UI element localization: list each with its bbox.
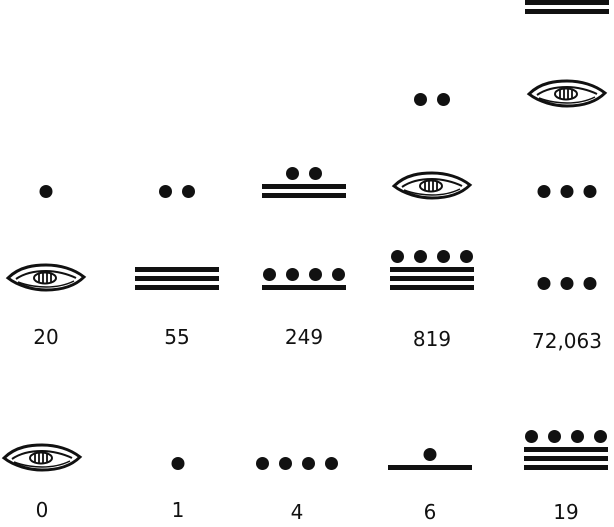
label-72063: 72,063 xyxy=(532,329,602,353)
numeral-19 xyxy=(524,430,608,470)
numeral-72063 xyxy=(525,0,609,290)
dot xyxy=(325,457,338,470)
label-55: 55 xyxy=(164,325,189,349)
dot xyxy=(584,185,597,198)
dot xyxy=(332,268,345,281)
dot xyxy=(437,250,450,263)
numeral-4 xyxy=(256,457,338,470)
shell-zero-glyph xyxy=(394,173,470,198)
dot xyxy=(263,268,276,281)
label-0: 0 xyxy=(36,498,49,522)
dot xyxy=(414,93,427,106)
bar xyxy=(525,0,609,5)
dot xyxy=(309,268,322,281)
dot xyxy=(460,250,473,263)
dot xyxy=(309,167,322,180)
label-20: 20 xyxy=(33,325,58,349)
top-row-glyphs xyxy=(8,0,609,290)
bar xyxy=(135,276,219,281)
dot xyxy=(182,185,195,198)
dot xyxy=(286,268,299,281)
numeral-0 xyxy=(4,445,80,470)
dot xyxy=(437,93,450,106)
numeral-20 xyxy=(8,185,84,290)
dot xyxy=(256,457,269,470)
bottom-row-labels: 0 1 4 6 19 xyxy=(36,498,579,524)
dot xyxy=(424,448,437,461)
label-6: 6 xyxy=(424,500,437,524)
dot xyxy=(159,185,172,198)
dot xyxy=(561,277,574,290)
numeral-1 xyxy=(172,457,185,470)
dot xyxy=(172,457,185,470)
dot xyxy=(584,277,597,290)
bar xyxy=(262,184,346,189)
numeral-55 xyxy=(135,185,219,290)
numeral-6 xyxy=(388,448,472,470)
bottom-row-glyphs xyxy=(4,430,608,470)
dot xyxy=(286,167,299,180)
numeral-819 xyxy=(390,93,474,290)
label-819: 819 xyxy=(413,327,451,351)
bar xyxy=(262,193,346,198)
dot xyxy=(561,185,574,198)
label-249: 249 xyxy=(285,325,323,349)
bar xyxy=(524,456,608,461)
dot xyxy=(414,250,427,263)
bar xyxy=(525,9,609,14)
label-4: 4 xyxy=(291,500,304,524)
dot xyxy=(571,430,584,443)
bar xyxy=(135,267,219,272)
dot xyxy=(538,277,551,290)
dot xyxy=(279,457,292,470)
shell-zero-glyph xyxy=(529,81,605,106)
dot xyxy=(40,185,53,198)
top-row-labels: 20 55 249 819 72,063 xyxy=(33,325,602,353)
shell-zero-glyph xyxy=(8,265,84,290)
label-19: 19 xyxy=(553,500,578,524)
bar xyxy=(390,267,474,272)
numeral-249 xyxy=(262,167,346,290)
bar xyxy=(262,285,346,290)
bar xyxy=(388,465,472,470)
bar xyxy=(135,285,219,290)
bar xyxy=(390,285,474,290)
dot xyxy=(594,430,607,443)
dot xyxy=(548,430,561,443)
dot xyxy=(525,430,538,443)
bar xyxy=(524,465,608,470)
label-1: 1 xyxy=(172,498,185,522)
dot xyxy=(391,250,404,263)
dot xyxy=(538,185,551,198)
shell-zero-glyph xyxy=(4,445,80,470)
bar xyxy=(524,447,608,452)
dot xyxy=(302,457,315,470)
bar xyxy=(390,276,474,281)
